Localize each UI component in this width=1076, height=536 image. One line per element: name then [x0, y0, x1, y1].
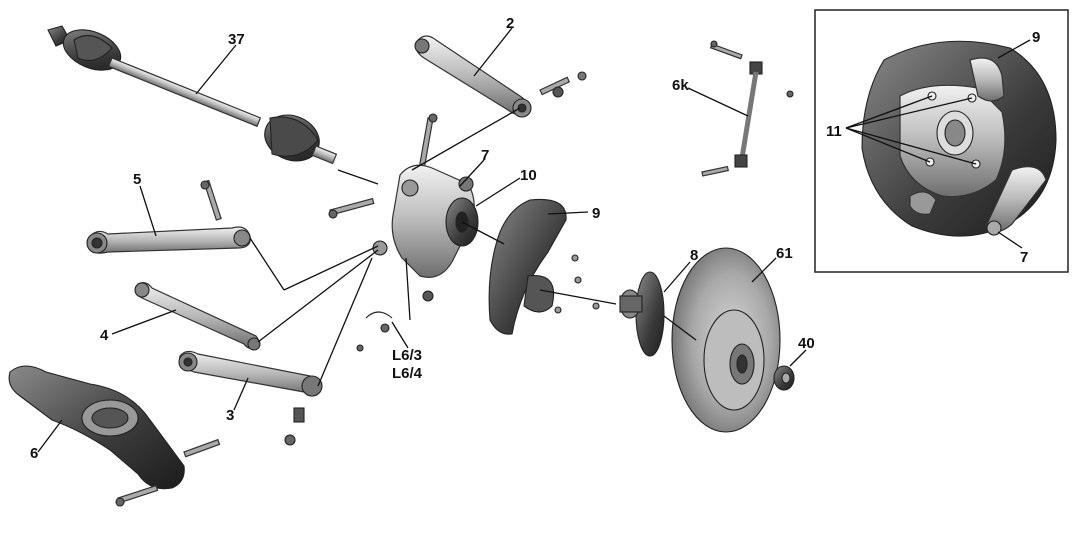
inset-detail: 9 11 7	[814, 9, 1069, 273]
label-wheel-hub: 8	[690, 247, 698, 264]
inset-splash-shield	[861, 40, 1057, 237]
label-tie-rod: 3	[226, 407, 234, 424]
label-splash-shield: 9	[592, 205, 600, 222]
wheel-hub	[619, 271, 665, 357]
leader-lines	[37, 27, 807, 453]
stabilizer-link	[701, 40, 794, 177]
wheel-carrier	[328, 113, 479, 352]
inset-label-splash-shield: 9	[1032, 29, 1040, 46]
label-upper-link: 2	[506, 15, 514, 32]
label-collar-nut: 40	[798, 335, 815, 352]
label-spring-link: 6	[30, 445, 38, 462]
label-front-lower-link: 5	[133, 171, 141, 188]
label-stabilizer-link: 6k	[672, 77, 689, 94]
label-speed-sensor: L6/3	[392, 347, 422, 364]
inset-label-bolts: 11	[826, 123, 842, 140]
label-rear-upper-link: 4	[100, 327, 109, 344]
collar-nut	[773, 365, 795, 391]
front-lower-link	[86, 179, 251, 254]
spring-link	[8, 365, 221, 507]
label-wheel-carrier: 7	[481, 147, 489, 164]
label-speed-sensor-2: L6/4	[392, 365, 423, 382]
label-wheel-bearing: 10	[520, 167, 537, 184]
label-brake-disc: 61	[776, 245, 793, 262]
drive-shaft	[47, 25, 338, 165]
rear-upper-link	[134, 282, 261, 351]
upper-link	[414, 35, 587, 118]
inset-label-wheel-carrier: 7	[1020, 249, 1028, 266]
label-drive-shaft: 37	[228, 31, 245, 48]
tie-rod	[178, 350, 323, 446]
brake-disc	[671, 247, 781, 433]
splash-shield	[488, 198, 600, 335]
